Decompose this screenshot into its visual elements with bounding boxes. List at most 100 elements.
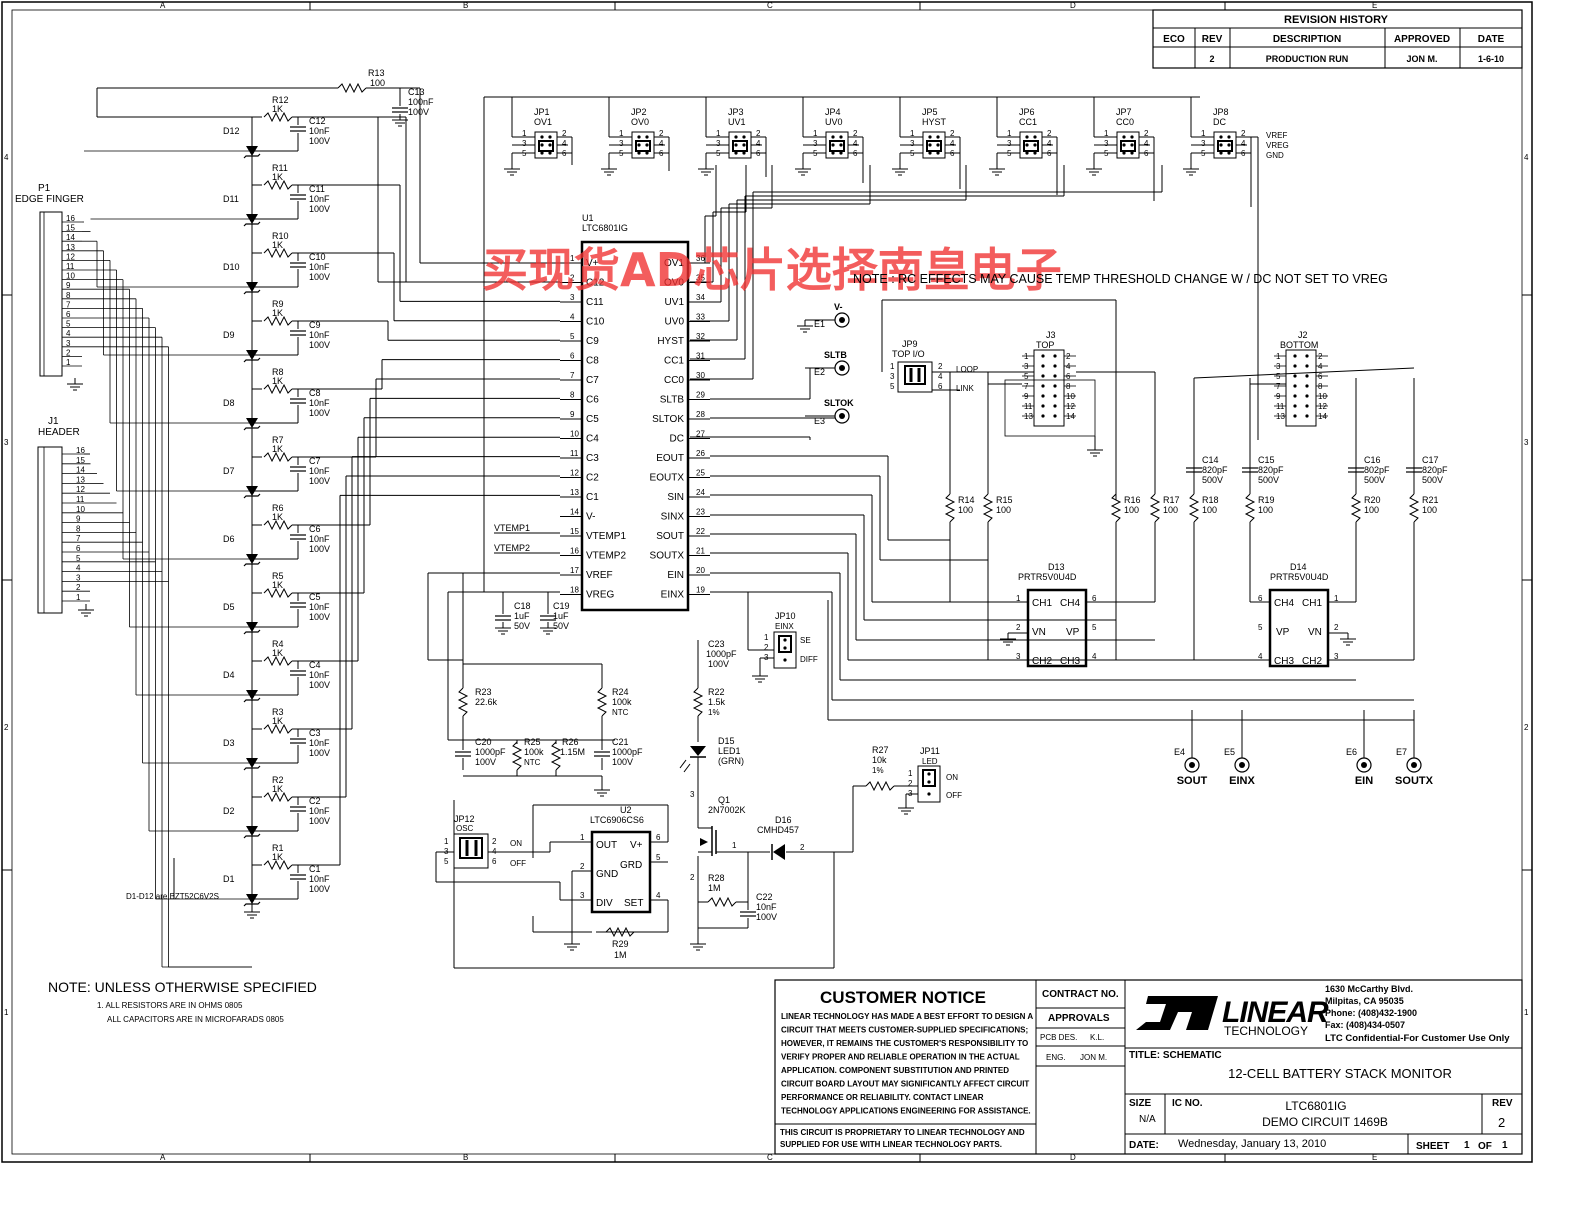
- j2-ref: J2: [1298, 330, 1308, 340]
- j3-pin-7: 7: [1024, 382, 1029, 391]
- ladder-ground: [243, 905, 261, 919]
- c15-ref: C15: [1258, 455, 1275, 465]
- c11-voltage: 100V: [309, 204, 330, 214]
- r12-ref: R12: [272, 95, 289, 105]
- j1-pin-2: 2: [76, 583, 81, 592]
- r26-ref: R26: [562, 737, 579, 747]
- jp9-name: TOP I/O: [892, 349, 925, 359]
- d14-pin-vp: VP: [1276, 627, 1290, 638]
- p1-pin-4: 4: [66, 329, 71, 338]
- rev-row-approved: JON M.: [1406, 54, 1437, 64]
- date-label: DATE:: [1129, 1140, 1159, 1151]
- resistor-r11: [263, 180, 293, 190]
- r10-value: 1K: [272, 240, 283, 250]
- d14-part: PRTR5V0U4D: [1270, 572, 1329, 582]
- d9-ref: D9: [223, 330, 235, 340]
- c12-ref: C12: [309, 116, 326, 126]
- e2-label: SLTB: [824, 350, 847, 360]
- d14-pin-vn: VN: [1308, 627, 1322, 638]
- svg-text:6: 6: [656, 833, 661, 842]
- jp9-ref: JP9: [902, 339, 918, 349]
- u1-pin-dc: DC: [670, 434, 684, 445]
- j1-pin-16: 16: [76, 446, 85, 455]
- rev-row-date: 1-6-10: [1478, 54, 1504, 64]
- jp5-pin-1: 1: [910, 129, 915, 138]
- r12-value: 1K: [272, 104, 283, 114]
- jp11-ref: JP11: [920, 746, 940, 756]
- notice-line-4: VERIFY PROPER AND RELIABLE OPERATION IN …: [781, 1053, 1020, 1062]
- jp2-name: OV0: [631, 117, 649, 127]
- r11-ref: R11: [272, 163, 288, 173]
- r24-type: NTC: [612, 708, 629, 717]
- r25-ref: R25: [524, 737, 541, 747]
- j1-name: HEADER: [38, 427, 80, 438]
- r1-value: 1K: [272, 852, 283, 862]
- c1-value: 10nF: [309, 874, 330, 884]
- u1-pin-num-7: 7: [570, 371, 575, 380]
- r9-value: 1K: [272, 308, 283, 318]
- jumper-jp10: JP10 EINX 123 SE DIFF: [747, 592, 818, 683]
- rev-header-date: DATE: [1478, 34, 1505, 45]
- u1-pin-num-35: 35: [696, 274, 705, 283]
- jp8-pin-4: 4: [1241, 139, 1246, 148]
- u1-pin-num-3: 3: [570, 293, 575, 302]
- r21-ref: R21: [1422, 495, 1439, 505]
- jp8-label-vref: VREF: [1266, 131, 1287, 140]
- jp10-se: SE: [800, 636, 811, 645]
- e1-ref: E1: [814, 319, 825, 329]
- c9-ref: C9: [309, 320, 321, 330]
- u1-pin-num-25: 25: [696, 469, 705, 478]
- capacitor-c5: [289, 602, 307, 608]
- svg-text:6: 6: [492, 857, 497, 866]
- jp4-ref: JP4: [825, 107, 841, 117]
- c11-value: 10nF: [309, 194, 330, 204]
- col-a: A: [160, 1, 166, 10]
- capacitor-c3: [289, 738, 307, 744]
- contract-no-label: CONTRACT NO.: [1042, 989, 1119, 1000]
- u1-pin-c12: C12: [586, 278, 605, 289]
- q1-ref: Q1: [718, 795, 730, 805]
- jp10-ref: JP10: [775, 611, 796, 621]
- svg-text:3: 3: [690, 790, 695, 799]
- pcb-des-label: PCB DES.: [1040, 1033, 1077, 1042]
- c19-voltage: 50V: [553, 621, 569, 631]
- r23-ref: R23: [475, 687, 492, 697]
- jp12-off: OFF: [510, 859, 526, 868]
- u1-pin-ov1: OV1: [664, 258, 684, 269]
- e4-label: SOUT: [1177, 775, 1208, 787]
- size-value: N/A: [1139, 1114, 1156, 1125]
- rev-row-description: PRODUCTION RUN: [1266, 54, 1349, 64]
- u1-pin-num-33: 33: [696, 313, 705, 322]
- jp5-ref: JP5: [922, 107, 938, 117]
- jp12-ref: JP12: [454, 814, 475, 824]
- p1-pin-12: 12: [66, 252, 75, 261]
- caps-c18-c19: C18 1uF 50V C19 1uF 50V: [494, 591, 570, 635]
- svg-text:3: 3: [580, 891, 585, 900]
- u1-pin-cc0: CC0: [664, 375, 684, 386]
- c5-ref: C5: [309, 592, 321, 602]
- jp4-name: UV0: [825, 117, 843, 127]
- jp11-off: OFF: [946, 791, 962, 800]
- e3-label: SLTOK: [824, 398, 854, 408]
- u1-pin-num-12: 12: [570, 469, 579, 478]
- svg-text:2: 2: [938, 362, 943, 371]
- r28-value: 1M: [708, 883, 721, 893]
- d5-ref: D5: [223, 602, 235, 612]
- svg-text:1: 1: [1016, 594, 1021, 603]
- logo-text: LINEAR: [1222, 996, 1329, 1029]
- c16-voltage: 500V: [1364, 475, 1385, 485]
- u1-pin-c1: C1: [586, 492, 599, 503]
- jp7-pin-3: 3: [1104, 139, 1109, 148]
- c14-voltage: 500V: [1202, 475, 1223, 485]
- jp2-pin-2: 2: [659, 129, 664, 138]
- resistor-r7: [263, 452, 293, 462]
- svg-text:6: 6: [1258, 594, 1263, 603]
- u1-pin-c10: C10: [586, 317, 605, 328]
- row-1: 1: [4, 1008, 9, 1017]
- svg-text:4: 4: [1258, 652, 1263, 661]
- rev-row-rev: 2: [1209, 54, 1214, 64]
